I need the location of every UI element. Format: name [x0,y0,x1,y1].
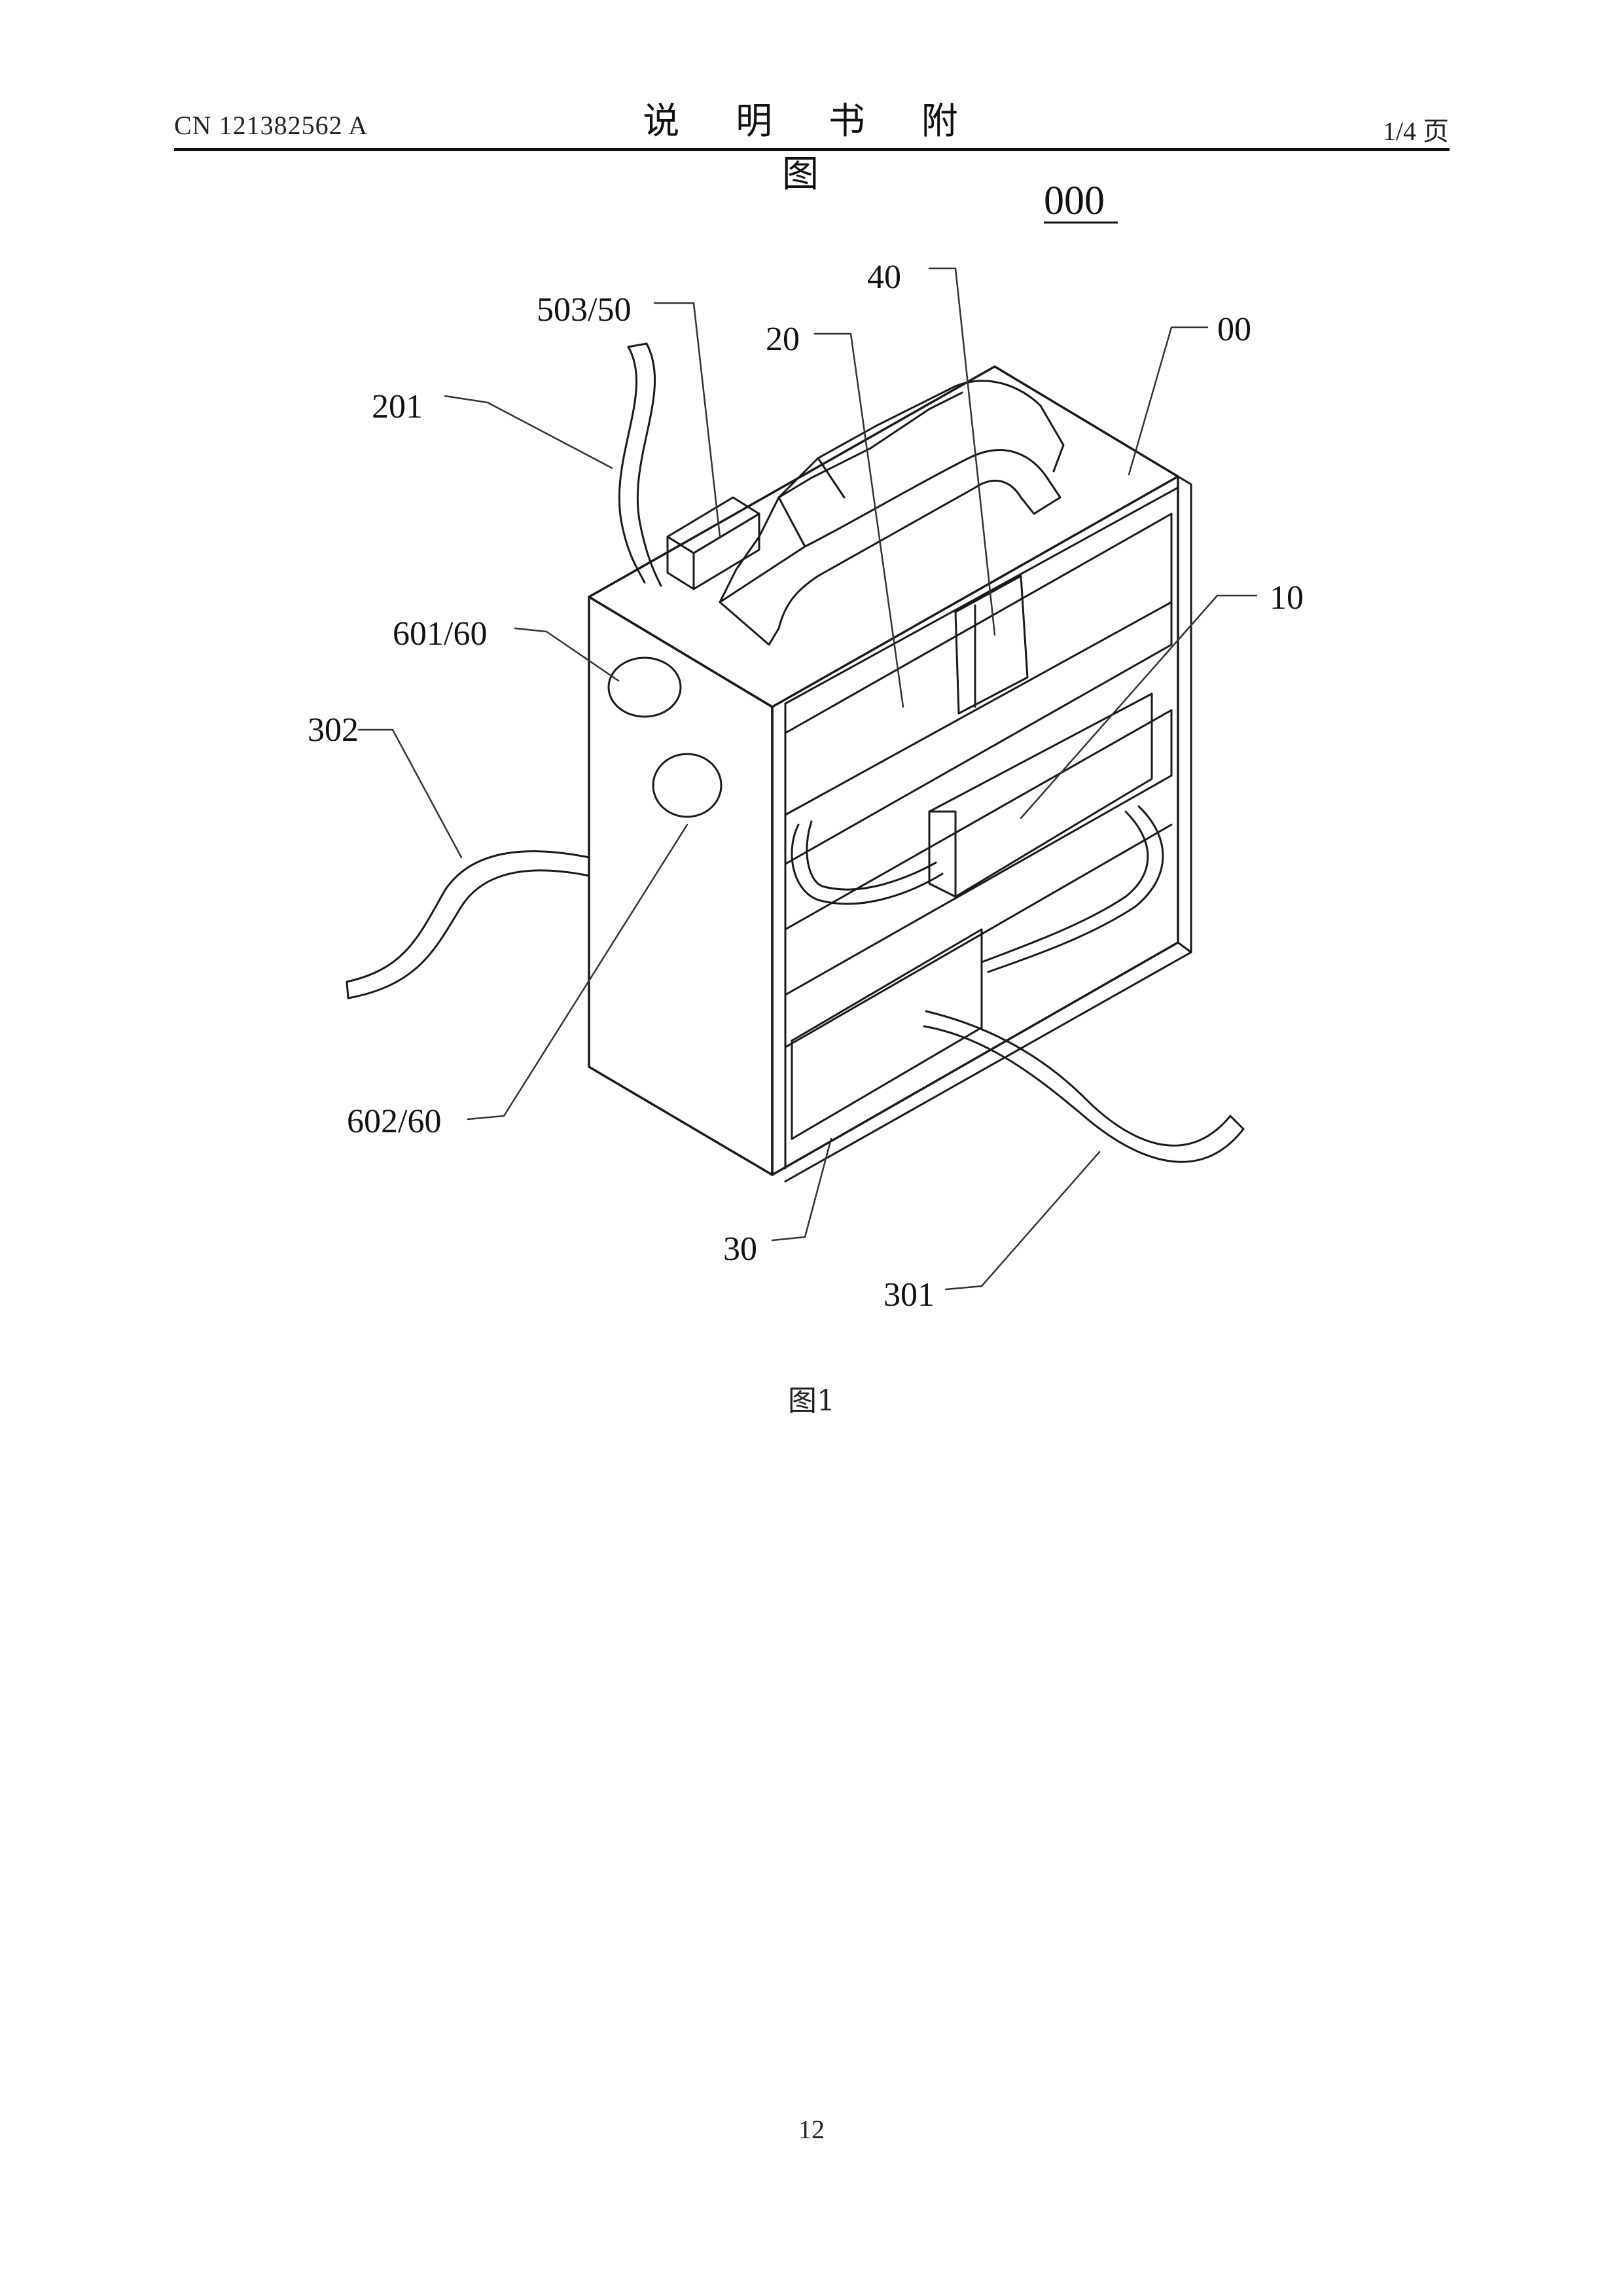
label-40: 40 [867,259,901,296]
port-602 [653,754,721,817]
label-301: 301 [883,1276,935,1314]
label-00: 00 [1217,311,1251,348]
label-602-60: 602/60 [347,1103,441,1140]
cable-302 [347,852,589,998]
label-000: 000 [1044,179,1105,223]
label-20: 20 [766,321,800,358]
label-30: 30 [723,1230,757,1268]
label-503-50: 503/50 [537,291,631,329]
label-201: 201 [372,388,423,425]
label-10: 10 [1270,579,1304,617]
shelf-lower [785,710,1171,995]
shelf-upper [785,514,1171,864]
label-601-60: 601/60 [393,615,487,653]
housing-back-right [1178,476,1191,952]
label-302: 302 [308,711,359,749]
page-number: 12 [746,2114,877,2145]
port-601 [609,658,681,717]
figure-caption: 图1 [746,1377,877,1419]
